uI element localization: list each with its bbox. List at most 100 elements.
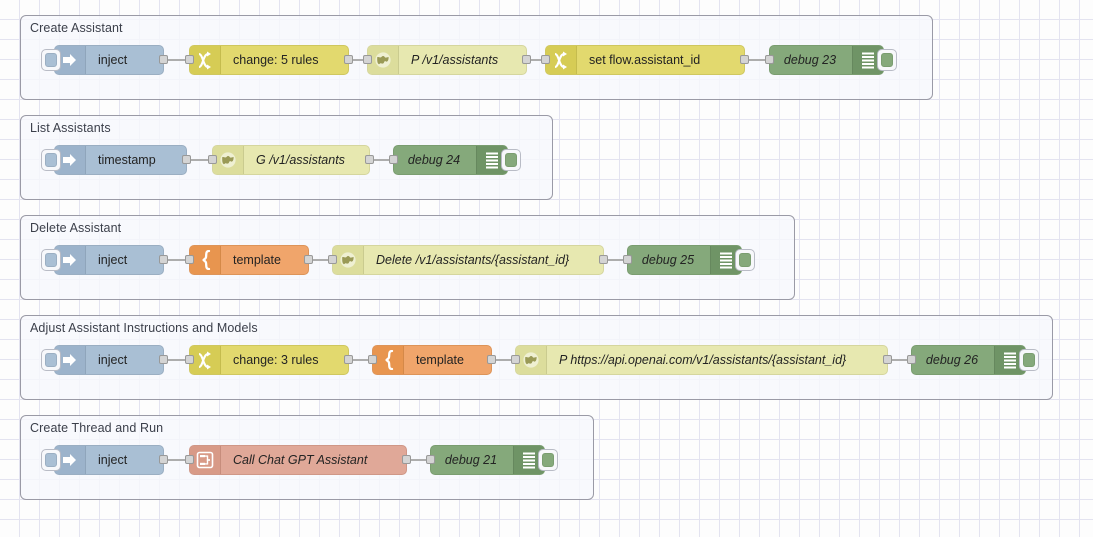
wire[interactable] xyxy=(892,359,907,361)
node-inject-4[interactable]: inject xyxy=(41,345,168,375)
node-output-port[interactable] xyxy=(159,55,168,64)
wire[interactable] xyxy=(749,59,765,61)
node-http-3[interactable]: Delete /v1/assistants/{assistant_id} xyxy=(328,245,608,275)
node-output-port[interactable] xyxy=(740,55,749,64)
node-input-port[interactable] xyxy=(426,455,435,464)
inject-trigger-button[interactable] xyxy=(41,249,61,271)
node-inject-3[interactable]: inject xyxy=(41,245,168,275)
node-change-2[interactable]: set flow.assistant_id xyxy=(541,45,749,75)
node-input-port[interactable] xyxy=(363,55,372,64)
node-input-port[interactable] xyxy=(541,55,550,64)
node-output-port[interactable] xyxy=(402,455,411,464)
node-debug-26[interactable]: debug 26 xyxy=(907,345,1039,375)
node-input-port[interactable] xyxy=(185,355,194,364)
debug-toggle-button[interactable] xyxy=(735,249,755,271)
wire[interactable] xyxy=(168,59,185,61)
debug-toggle-button[interactable] xyxy=(538,449,558,471)
node-output-port[interactable] xyxy=(182,155,191,164)
node-debug-25[interactable]: debug 25 xyxy=(623,245,755,275)
shuffle-icon xyxy=(546,46,577,74)
debug-button-swatch xyxy=(505,153,517,167)
node-label: template xyxy=(233,253,281,267)
node-label: inject xyxy=(98,453,128,467)
node-change-1[interactable]: change: 5 rules xyxy=(185,45,353,75)
node-debug-24[interactable]: debug 24 xyxy=(389,145,521,175)
node-inject-1[interactable]: inject xyxy=(41,45,168,75)
node-output-port[interactable] xyxy=(159,455,168,464)
wire[interactable] xyxy=(168,259,185,261)
wire[interactable] xyxy=(168,459,185,461)
node-output-port[interactable] xyxy=(487,355,496,364)
group-label: Delete Assistant xyxy=(30,221,122,235)
inject-trigger-button[interactable] xyxy=(41,449,61,471)
debug-toggle-button[interactable] xyxy=(1019,349,1039,371)
subflow-icon xyxy=(190,446,221,474)
wire[interactable] xyxy=(353,59,363,61)
node-input-port[interactable] xyxy=(389,155,398,164)
node-output-port[interactable] xyxy=(344,355,353,364)
node-label: debug 23 xyxy=(783,53,837,67)
node-label: inject xyxy=(98,253,128,267)
node-input-port[interactable] xyxy=(208,155,217,164)
node-debug-23[interactable]: debug 23 xyxy=(765,45,897,75)
node-call-1[interactable]: Call Chat GPT Assistant xyxy=(185,445,411,475)
node-http-1[interactable]: P /v1/assistants xyxy=(363,45,531,75)
wire[interactable] xyxy=(608,259,623,261)
node-label: inject xyxy=(98,53,128,67)
node-input-port[interactable] xyxy=(623,255,632,264)
wire[interactable] xyxy=(191,159,208,161)
wire[interactable] xyxy=(496,359,511,361)
node-inject-2[interactable]: timestamp xyxy=(41,145,191,175)
node-template-2[interactable]: template xyxy=(368,345,496,375)
node-inject-5[interactable]: inject xyxy=(41,445,168,475)
globe-icon xyxy=(213,146,244,174)
node-input-port[interactable] xyxy=(185,55,194,64)
globe-icon xyxy=(368,46,399,74)
node-change-3[interactable]: change: 3 rules xyxy=(185,345,353,375)
debug-toggle-button[interactable] xyxy=(877,49,897,71)
node-input-port[interactable] xyxy=(765,55,774,64)
arrow-right-icon xyxy=(55,246,86,274)
brace-icon xyxy=(190,246,221,274)
node-label: timestamp xyxy=(98,153,156,167)
node-input-port[interactable] xyxy=(368,355,377,364)
node-label: inject xyxy=(98,353,128,367)
node-template-1[interactable]: template xyxy=(185,245,313,275)
wire[interactable] xyxy=(531,59,541,61)
node-input-port[interactable] xyxy=(185,455,194,464)
wire[interactable] xyxy=(168,359,185,361)
node-output-port[interactable] xyxy=(599,255,608,264)
node-label: Call Chat GPT Assistant xyxy=(233,453,368,467)
debug-button-swatch xyxy=(542,453,554,467)
wire[interactable] xyxy=(411,459,426,461)
node-label: P /v1/assistants xyxy=(411,53,499,67)
inject-button-swatch xyxy=(45,153,57,167)
node-output-port[interactable] xyxy=(304,255,313,264)
node-debug-21[interactable]: debug 21 xyxy=(426,445,558,475)
inject-trigger-button[interactable] xyxy=(41,49,61,71)
globe-icon xyxy=(333,246,364,274)
node-input-port[interactable] xyxy=(328,255,337,264)
wire[interactable] xyxy=(374,159,389,161)
inject-trigger-button[interactable] xyxy=(41,149,61,171)
node-output-port[interactable] xyxy=(365,155,374,164)
node-output-port[interactable] xyxy=(159,355,168,364)
node-input-port[interactable] xyxy=(907,355,916,364)
debug-button-swatch xyxy=(1023,353,1035,367)
debug-button-swatch xyxy=(739,253,751,267)
node-input-port[interactable] xyxy=(511,355,520,364)
debug-toggle-button[interactable] xyxy=(501,149,521,171)
wire[interactable] xyxy=(353,359,368,361)
node-http-4[interactable]: P https://api.openai.com/v1/assistants/{… xyxy=(511,345,892,375)
node-output-port[interactable] xyxy=(883,355,892,364)
inject-button-swatch xyxy=(45,353,57,367)
node-input-port[interactable] xyxy=(185,255,194,264)
node-http-2[interactable]: G /v1/assistants xyxy=(208,145,374,175)
shuffle-icon xyxy=(190,46,221,74)
node-output-port[interactable] xyxy=(344,55,353,64)
node-output-port[interactable] xyxy=(522,55,531,64)
inject-trigger-button[interactable] xyxy=(41,349,61,371)
node-output-port[interactable] xyxy=(159,255,168,264)
wire[interactable] xyxy=(313,259,328,261)
